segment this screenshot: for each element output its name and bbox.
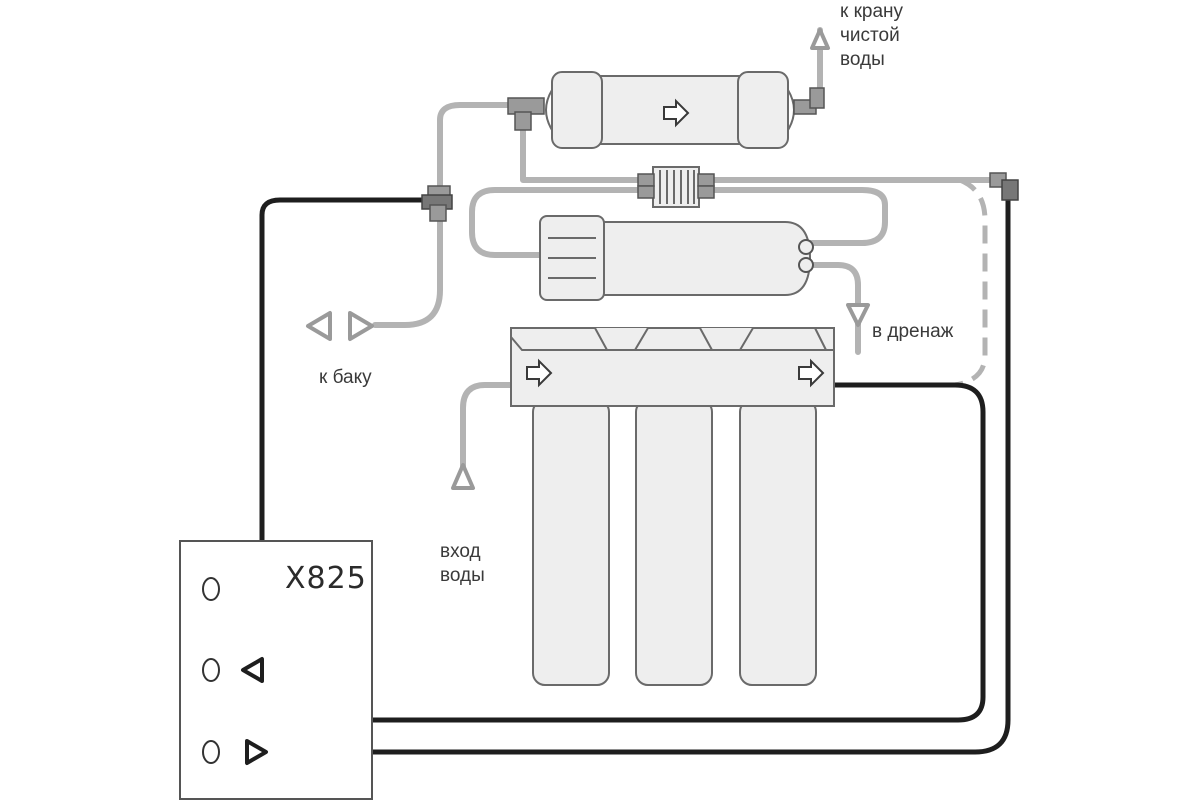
port-icon xyxy=(202,658,220,682)
dashed-line xyxy=(954,177,988,388)
tap-label-line-2: чистой xyxy=(840,25,900,46)
bypass-loop-line xyxy=(469,187,643,258)
tap-arrow-icon xyxy=(810,28,830,50)
elbow-fitting-icon xyxy=(989,172,1019,201)
wire-arrow-out-icon xyxy=(245,739,268,765)
tee-fitting-icon xyxy=(421,185,453,222)
port-icon xyxy=(798,239,814,255)
flow-arrow-icon xyxy=(663,98,690,128)
membrane-housing xyxy=(539,215,814,301)
port-icon xyxy=(202,740,220,764)
membrane-right-loop xyxy=(707,187,888,246)
drain-arrow-icon xyxy=(846,303,870,327)
control-box xyxy=(179,540,373,800)
post-filter xyxy=(545,71,795,149)
drain-label: в дренаж xyxy=(872,321,954,342)
tee-down-line xyxy=(520,107,643,183)
tee-fitting-icon xyxy=(507,97,545,131)
flow-arrow-icon xyxy=(798,358,825,388)
elbow-fitting-icon xyxy=(793,87,825,115)
port-icon xyxy=(202,577,220,601)
tap-label-line-1: к крану xyxy=(840,1,904,22)
port-icon xyxy=(798,257,814,273)
flow-restrictor xyxy=(637,166,715,208)
tank-label: к баку xyxy=(319,367,372,388)
inlet-label-line-1: вход xyxy=(440,541,481,562)
check-valve-icon xyxy=(306,311,374,341)
wire-arrow-in-icon xyxy=(241,657,264,683)
tap-label-line-3: воды xyxy=(840,49,885,70)
grey-tubing xyxy=(372,27,998,473)
prefilter-block xyxy=(510,327,835,686)
inlet-label: вход воды xyxy=(440,540,485,588)
inlet-line xyxy=(460,382,513,473)
inlet-label-line-2: воды xyxy=(440,565,485,586)
wire-bottom xyxy=(212,192,1011,755)
drain-line xyxy=(802,262,861,355)
flow-arrow-icon xyxy=(526,358,553,388)
control-box-model: X825 xyxy=(285,561,367,596)
tap-label: к крану чистой воды xyxy=(840,0,903,72)
inlet-arrow-icon xyxy=(451,463,475,490)
wire-top xyxy=(212,197,435,592)
